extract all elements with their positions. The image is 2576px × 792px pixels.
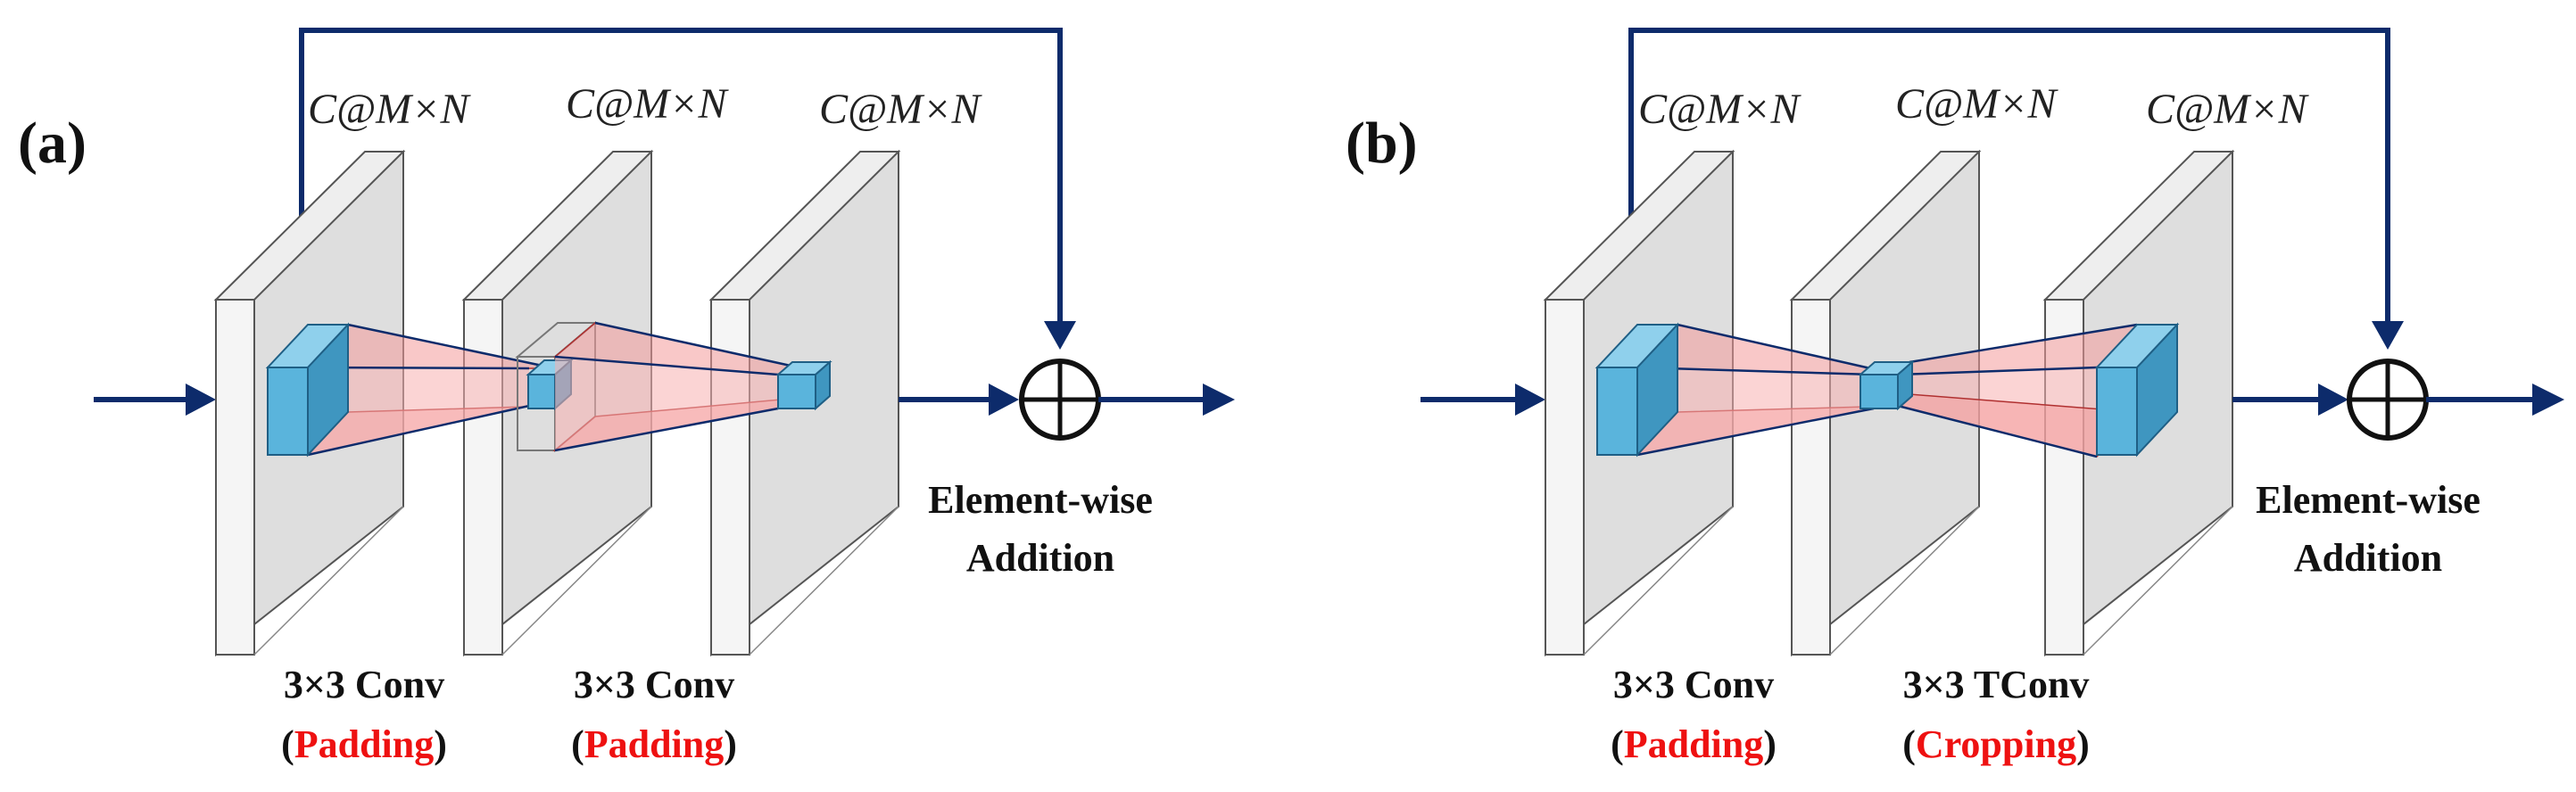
panel-a-tag: (a)	[18, 111, 87, 176]
panel-b-sum-input-arrow	[2232, 384, 2348, 416]
panel-a-output-cell-3	[775, 359, 832, 411]
panel-a-op2-title: 3×3 Conv	[574, 663, 734, 706]
panel-a-op2-note: (Padding)	[571, 722, 737, 766]
panel-a-input-arrow	[94, 384, 216, 416]
panel-a-receptive-field-2	[552, 321, 793, 452]
panel-a-receptive-field-1	[305, 323, 556, 457]
panel-b-feature-label-1: C@M×N	[1638, 86, 1802, 133]
panel-a-feature-label-2: C@M×N	[566, 80, 730, 128]
panel-a: (a)	[18, 28, 1235, 766]
panel-a-sum-input-arrow	[899, 384, 1019, 416]
panel-a-skip-connection	[299, 28, 1076, 350]
panel-a-feature-label-3: C@M×N	[819, 86, 983, 133]
panel-a-sum-label-1: Element-wise	[928, 478, 1153, 522]
circle-plus-icon	[2347, 359, 2429, 441]
panel-b-output-arrow	[2426, 384, 2564, 416]
panel-a-feature-label-1: C@M×N	[308, 86, 472, 133]
panel-b-kernel-cube-1	[1594, 322, 1680, 458]
panel-b: (b)	[1346, 28, 2564, 766]
panel-b-sum-label-1: Element-wise	[2256, 478, 2481, 522]
panel-b-feature-label-2: C@M×N	[1895, 80, 2059, 128]
panel-a-output-arrow	[1098, 384, 1235, 416]
panel-b-op1-title: 3×3 Conv	[1613, 663, 1774, 706]
panel-b-sum-label-2: Addition	[2294, 536, 2442, 580]
circle-plus-icon	[1019, 359, 1101, 441]
panel-a-kernel-cube-1	[265, 322, 351, 458]
panel-b-op2-title: 3×3 TConv	[1903, 663, 2090, 706]
panel-b-output-cube-3	[2094, 322, 2180, 458]
panel-b-receptive-field-1	[1635, 323, 1899, 457]
panel-b-feature-label-3: C@M×N	[2146, 86, 2310, 133]
panel-b-input-arrow	[1421, 384, 1545, 416]
panel-b-tag: (b)	[1346, 111, 1418, 176]
panel-b-op1-note: (Padding)	[1611, 722, 1777, 766]
panel-b-op2-note: (Cropping)	[1902, 722, 2089, 766]
panel-b-output-cell-2	[1858, 359, 1915, 411]
panel-a-op1-note: (Padding)	[281, 722, 447, 766]
panel-b-skip-connection	[1628, 28, 2404, 350]
panel-a-op1-title: 3×3 Conv	[284, 663, 444, 706]
panel-a-sum-label-2: Addition	[966, 536, 1114, 580]
